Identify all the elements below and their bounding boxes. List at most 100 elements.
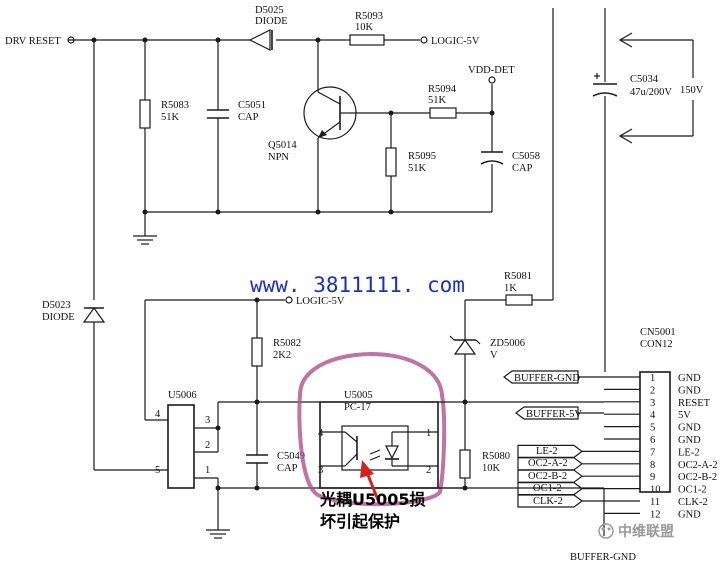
c5034-capacitor [592,73,618,97]
r5094-ref: R5094 [428,84,457,95]
c5034-val: 47u/200V [630,87,672,98]
cn5001-pin-number: 7 [650,447,655,458]
cn5001-pin-number: 2 [650,385,655,396]
signal-flag-outline [517,494,583,508]
annotation-line2: 坏引起保护 [320,512,400,531]
q5014-transistor [303,86,357,140]
cn5001-pin-name: CLK-2 [678,497,708,508]
d5025-diode [248,29,273,51]
cn5001-pin-name: OC2-B-2 [678,472,717,483]
cn5001-pin-number: 4 [650,410,656,421]
watermark-logo [598,523,614,539]
buffer-5v-flag [515,406,604,420]
q5014-type: NPN [268,152,289,163]
fault-arrow [360,460,380,501]
cn5001-pin-number: 10 [650,485,661,496]
signal-flag-outline [517,469,583,483]
cn5001-pin-name: GND [678,423,701,434]
r5094-val: 51K [428,95,447,106]
u5005-pin4: 4 [318,428,324,439]
u5005-pin3: 3 [318,465,323,476]
signal-clk2: CLK-2 [533,496,563,507]
v150-label: 150V [680,85,704,96]
c5051-capacitor [207,109,229,119]
logic5v-mid-terminal [285,296,293,304]
cn5001-pin-name: RESET [678,398,711,409]
u5005-ref: U5005 [344,390,373,401]
d5025-ref: D5025 [255,5,284,16]
u5006-pin5: 5 [155,465,160,476]
d5025-type: DIODE [255,16,288,27]
q5014-ref: Q5014 [268,140,297,151]
fault-highlight-outline [297,351,447,507]
cn5001-body [639,371,671,493]
cn5001-pin-number: 12 [650,509,661,520]
d5023-type: DIODE [42,312,75,323]
u5006-ref: U5006 [168,390,197,401]
c5058-type: CAP [512,163,533,174]
d5023-ref: D5023 [42,300,71,311]
u5005-pin1: 1 [426,428,431,439]
u5006-ic [167,404,195,489]
r5083-val: 51K [161,112,180,123]
cn5001-pin-name: OC1-2 [678,485,707,496]
cn5001-type: CON12 [640,339,673,350]
r5080-ref: R5080 [482,451,510,462]
r5093-resistor [349,34,385,46]
cn5001-pin-number: 6 [650,435,655,446]
signal-flag-outline [517,457,583,471]
c5051-type: CAP [238,112,259,123]
d5023-diode [82,306,168,471]
logic5v-mid-label: LOGIC-5V [296,296,345,307]
cn5001-pin-number: 9 [650,472,655,483]
u5006-pin2: 2 [205,440,210,451]
cn5001-pin-name: GND [678,509,701,520]
c5049-ref: C5049 [277,451,305,462]
buffer-gnd-bottom-label: BUFFER-GND [570,552,636,563]
c5049-type: CAP [277,463,298,474]
signal-oc2b2: OC2-B-2 [528,471,567,482]
cn5001-pin-name: 5V [678,410,691,421]
zd5006-ref: ZD5006 [490,338,525,349]
r5081-val: 1K [504,283,517,294]
r5095-resistor [385,147,397,177]
u5005-type: PC-17 [344,402,371,413]
buffer-5v-label: BUFFER-5V [526,409,582,420]
cn5001-pin-name: GND [678,373,701,384]
cn5001-pin-number: 11 [650,497,660,508]
u5005-pin2: 2 [426,465,431,476]
cn5001-pin-number: 5 [650,423,655,434]
c5049-capacitor [246,402,268,491]
cn5001-pin-name: OC2-A-2 [678,460,718,471]
c5058-ref: C5058 [512,151,540,162]
signal-flags [517,444,604,508]
watermark-text: 中维联盟 [618,523,674,540]
r5082-resistor [251,337,263,367]
r5095-val: 51K [408,163,427,174]
cn5001-pin-number: 3 [650,398,655,409]
buffer-gnd-label: BUFFER-GND [514,373,580,384]
buffer-gnd-flag [503,370,604,384]
drv-reset-terminal [67,36,75,44]
signal-flag-outline [517,482,583,496]
zd5006-r5081-wiring [438,294,604,491]
cn5001-pin-name: LE-2 [678,447,700,458]
u5006-pin1: 1 [205,465,210,476]
signal-flag-outline [517,444,583,458]
website-url: www. 3811111. com [250,273,465,297]
signal-le2: LE-2 [536,446,558,457]
cn5001-pin-name: GND [678,435,701,446]
signal-oc2a2: OC2-A-2 [528,458,568,469]
c5051-ref: C5051 [238,100,266,111]
r5083-resistor [139,99,151,129]
u5006-pin4: 4 [155,409,161,420]
logic5v-top-label: LOGIC-5V [431,36,480,47]
cn5001-ref: CN5001 [640,327,676,338]
c5058-capacitor [480,151,504,165]
r5082-val: 2K2 [273,350,291,361]
u5006-pin3: 3 [205,415,210,426]
r5093-ref: R5093 [355,11,383,22]
r5083-ref: R5083 [161,100,189,111]
cn5001-pin-number: 8 [650,460,655,471]
r5081-ref: R5081 [504,271,532,282]
